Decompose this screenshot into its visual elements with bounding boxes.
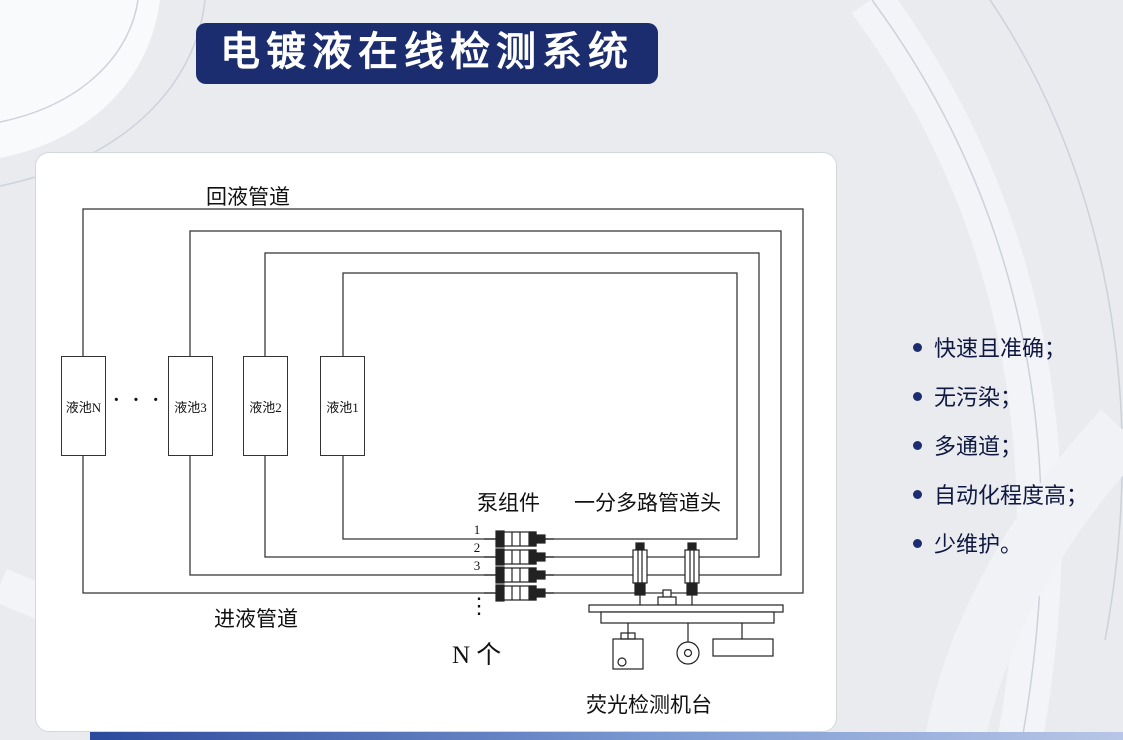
manifold-heads-icon xyxy=(632,542,700,605)
manifold-label: 一分多路管道头 xyxy=(574,491,721,515)
pump-icon xyxy=(484,584,554,602)
pump-label: 泵组件 xyxy=(477,491,540,515)
bullet-icon xyxy=(913,342,922,352)
pump-stack-icon xyxy=(484,530,554,602)
tank-n: 液池N xyxy=(61,356,106,456)
tanks-ellipsis: · · · xyxy=(112,389,163,411)
feature-list: 快速且准确； 无污染； 多通道； 自动化程度高； 少维护。 xyxy=(913,331,1088,576)
tank-3: 液池3 xyxy=(168,356,213,456)
pump-icon xyxy=(484,548,554,566)
feature-text: 无污染； xyxy=(934,385,1023,410)
channel-number-3: 3 xyxy=(473,558,481,573)
bullet-icon xyxy=(913,538,922,548)
list-item: 无污染； xyxy=(913,380,1088,412)
list-item: 多通道； xyxy=(913,429,1088,461)
return-pipe-label: 回液管道 xyxy=(206,185,290,209)
detector-label: 荧光检测机台 xyxy=(586,693,712,717)
feature-text: 快速且准确； xyxy=(934,336,1067,361)
list-item: 少维护。 xyxy=(913,527,1088,559)
list-item: 快速且准确； xyxy=(913,331,1088,363)
inlet-pipe-label: 进液管道 xyxy=(214,607,298,631)
feature-text: 多通道； xyxy=(934,434,1023,459)
channel-number-2: 2 xyxy=(473,540,481,555)
pump-icon xyxy=(484,530,554,548)
page-title: 电镀液在线检测系统 xyxy=(196,23,658,84)
bullet-icon xyxy=(913,391,922,401)
bottom-accent-bar xyxy=(90,732,1123,740)
feature-text: 自动化程度高； xyxy=(934,483,1089,508)
diagram-panel: 液池N 液池3 液池2 液池1 · · · 回液管道 进液管道 泵组件 一分多路… xyxy=(35,152,837,732)
list-item: 自动化程度高； xyxy=(913,478,1088,510)
tank-1: 液池1 xyxy=(320,356,365,456)
n-units-label: N 个 xyxy=(452,642,502,669)
bullet-icon xyxy=(913,489,922,499)
channel-ellipsis: ⋮ xyxy=(468,593,490,618)
channel-number-1: 1 xyxy=(473,522,481,537)
pump-icon xyxy=(484,566,554,584)
manifold-icon xyxy=(684,542,700,605)
bullet-icon xyxy=(913,440,922,450)
pipe-diagram xyxy=(82,208,804,670)
manifold-icon xyxy=(632,542,648,605)
feature-text: 少维护。 xyxy=(934,532,1023,557)
detector-machine-icon xyxy=(588,589,784,670)
tank-2: 液池2 xyxy=(243,356,288,456)
